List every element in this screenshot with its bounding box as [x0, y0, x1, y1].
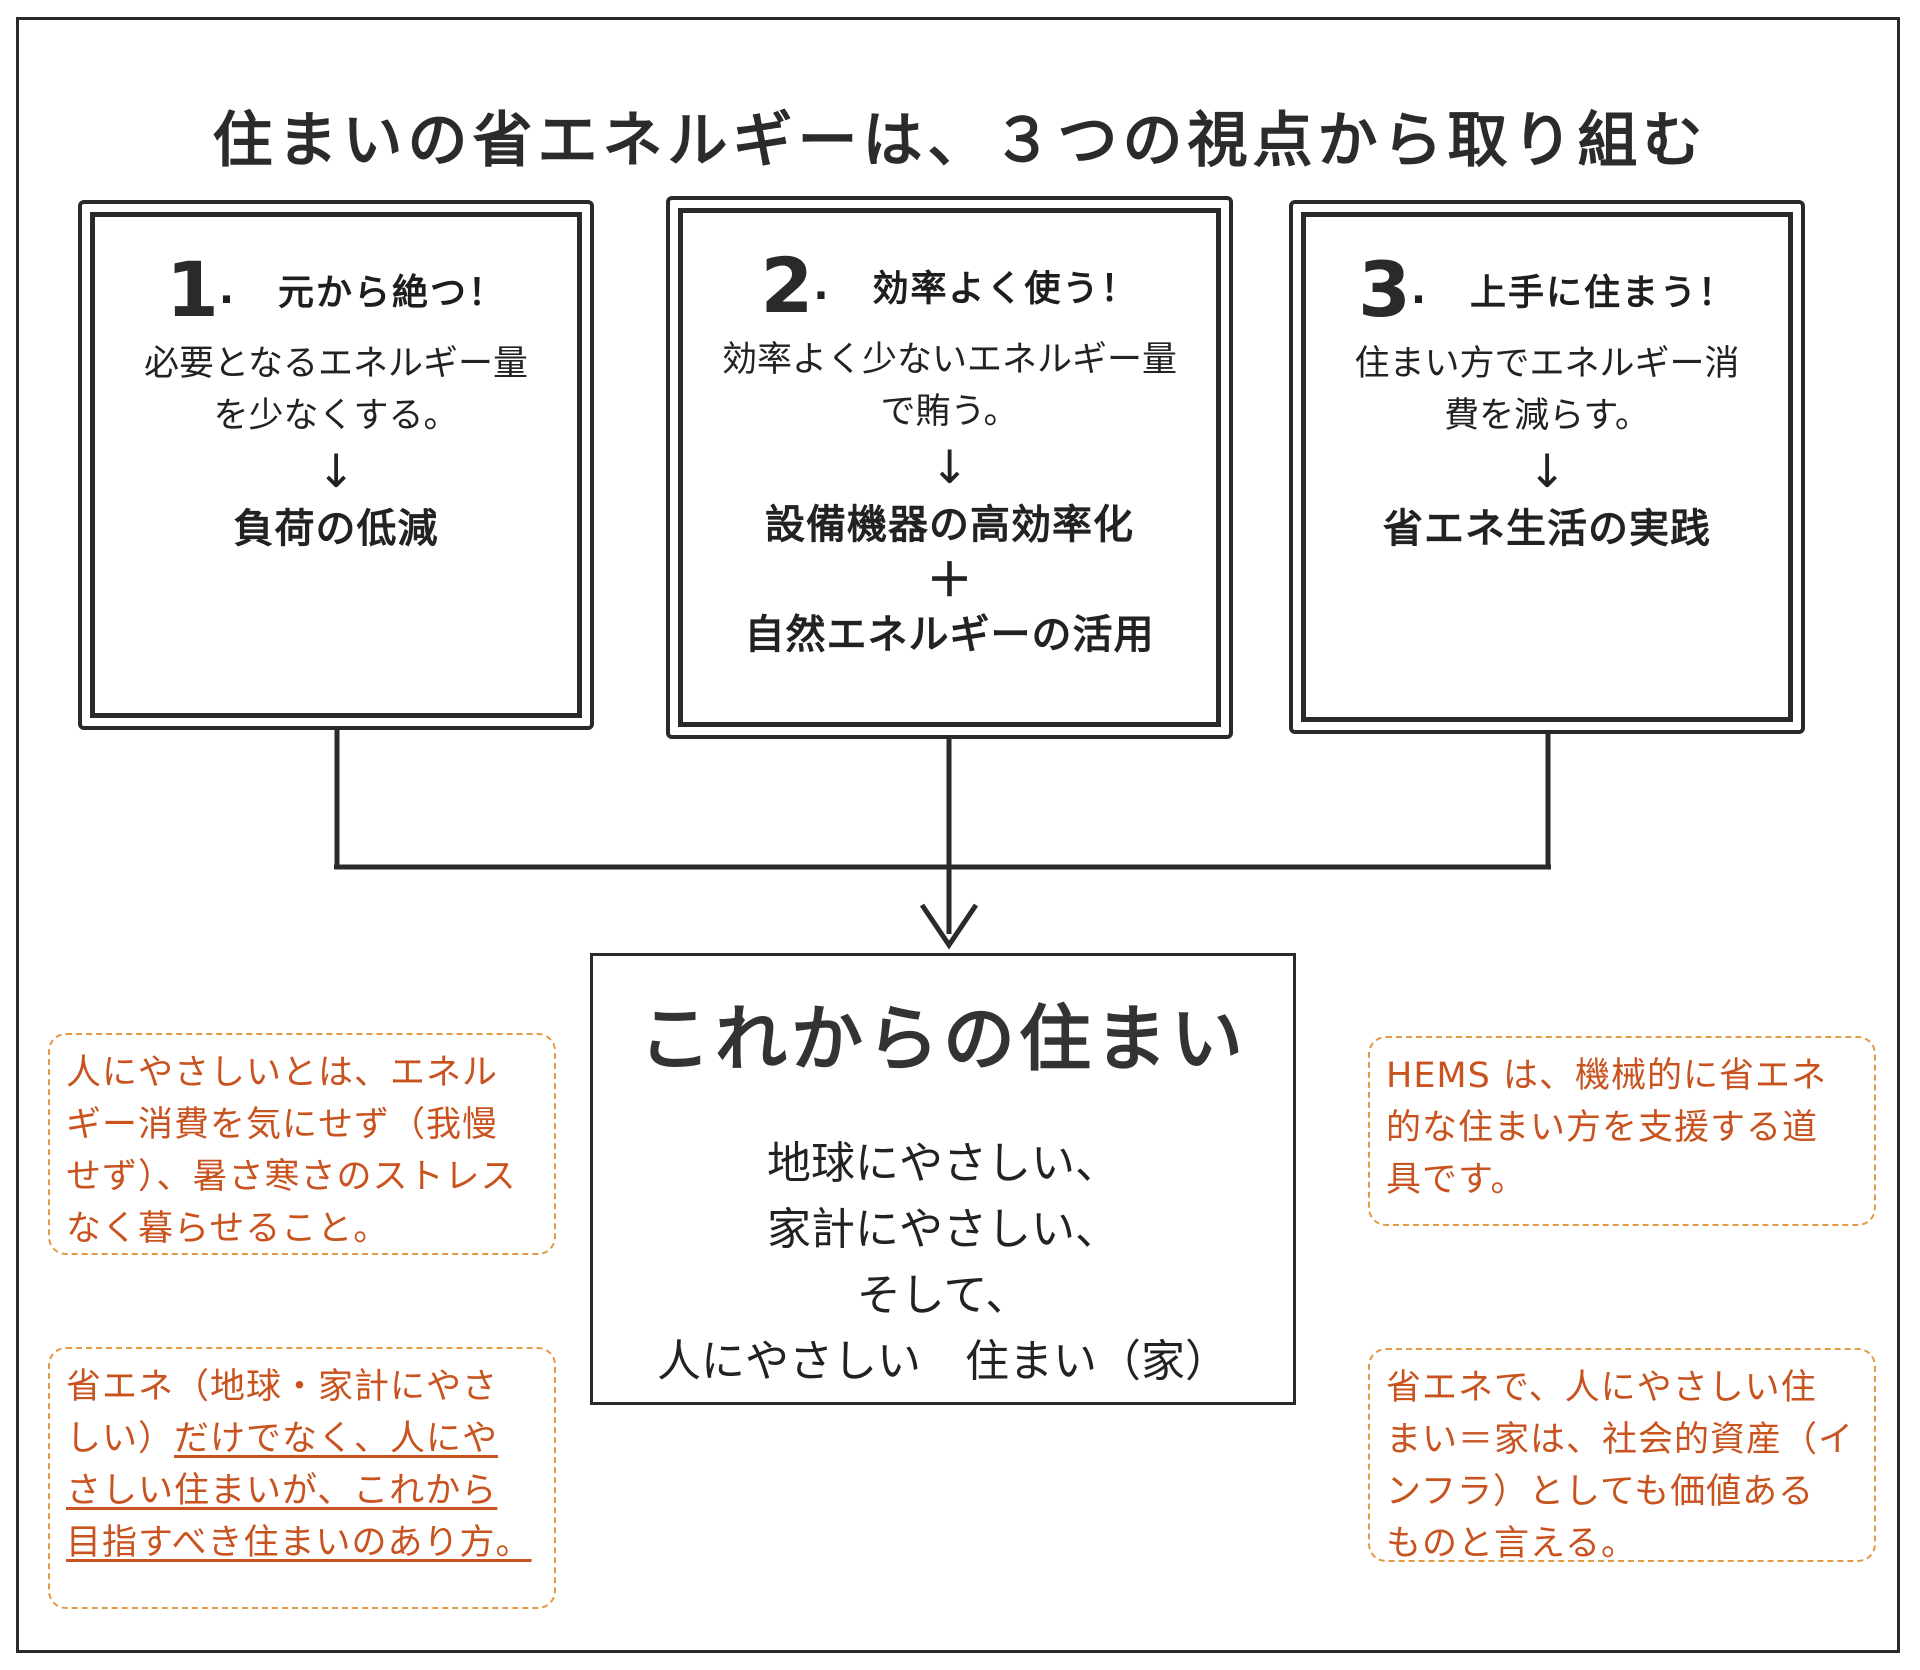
pillar-3-inner: 3. 上手に住まう！ 住まい方でエネルギー消 費を減らす。 ↓ 省エネ生活の実践 [1301, 212, 1793, 722]
page-title: 住まいの省エネルギーは、３つの視点から取り組む [212, 106, 1708, 176]
pillar-3-description: 住まい方でエネルギー消 費を減らす。 [1306, 338, 1788, 442]
future-home-box: これからの住まい 地球にやさしい、 家計にやさしい、 そして、 人にやさしい 住… [590, 953, 1296, 1405]
pillar-2-result-secondary: 自然エネルギーの活用 [744, 612, 1155, 658]
pillar-3-heading-row: 3. 上手に住まう！ [1306, 245, 1788, 334]
pillar-2-dot: . [813, 262, 829, 309]
note-line: ンフラ）としても価値ある [1386, 1472, 1815, 1512]
note-line: 人にやさしいとは、エネル [66, 1053, 499, 1093]
note-line: HEMS は、機械的に省エネ [1386, 1056, 1827, 1096]
note-line: せず）、暑さ寒さのストレス [66, 1157, 517, 1197]
note-right-bottom: 省エネで、人にやさしい住 まい＝家は、社会的資産（イ ンフラ）としても価値ある … [1368, 1348, 1876, 1564]
pillar-2-inner: 2. 効率よく使う！ 効率よく少ないエネルギー量 で賄う。 ↓ 設備機器の高効率化… [678, 208, 1221, 727]
pillar-1-heading: 元から絶つ！ [278, 272, 507, 314]
pillar-3-box: 3. 上手に住まう！ 住まい方でエネルギー消 費を減らす。 ↓ 省エネ生活の実践 [1289, 200, 1805, 734]
future-home-line: 家計にやさしい、 [767, 1204, 1119, 1255]
pillar-1-box: 1. 元から絶つ！ 必要となるエネルギー量 を少なくする。 ↓ 負荷の低減 [78, 200, 594, 730]
pillar-3-result: 省エネ生活の実践 [1383, 506, 1711, 552]
future-home-lines: 地球にやさしい、 家計にやさしい、 そして、 人にやさしい 住まい（家） [593, 1131, 1293, 1395]
pillar-3-desc-line: 費を減らす。 [1444, 396, 1650, 436]
pillar-2-box: 2. 効率よく使う！ 効率よく少ないエネルギー量 で賄う。 ↓ 設備機器の高効率化… [666, 196, 1233, 739]
pillar-1-result: 負荷の低減 [233, 506, 439, 552]
note-left-bottom: 省エネ（地球・家計にやさ しい）だけでなく、人にや さしい住まいが、これから 目… [48, 1347, 556, 1609]
note-line: 省エネ（地球・家計にやさ [66, 1367, 499, 1407]
note-line: ものと言える。 [1386, 1524, 1637, 1564]
pillar-2-desc-line: 効率よく少ないエネルギー量 [721, 340, 1177, 380]
future-home-title: これからの住まい [638, 997, 1247, 1081]
note-underlined-line: さしい住まいが、これから [66, 1471, 498, 1511]
pillar-2-desc-line: で賄う。 [880, 392, 1019, 432]
future-home-line: そして、 [856, 1270, 1030, 1321]
down-arrow-icon: ↓ [316, 444, 356, 498]
note-underlined-text: だけでなく、人にや [174, 1419, 499, 1459]
note-line: ギー消費を気にせず（我慢 [66, 1105, 499, 1145]
down-arrow-icon: ↓ [1527, 444, 1567, 498]
note-line: しい）だけでなく、人にや [66, 1413, 540, 1465]
outer-frame [16, 17, 1900, 1653]
note-line: まい＝家は、社会的資産（イ [1386, 1420, 1855, 1460]
pillar-1-dot: . [218, 266, 235, 313]
future-home-line: 人にやさしい 住まい（家） [657, 1336, 1229, 1387]
pillar-2-heading: 効率よく使う！ [872, 268, 1139, 310]
note-line: 具です。 [1386, 1160, 1527, 1200]
pillar-3-heading: 上手に住まう！ [1470, 272, 1737, 314]
plus-icon: ＋ [926, 553, 973, 607]
note-right-top: HEMS は、機械的に省エネ 的な住まい方を支援する道 具です。 [1368, 1036, 1876, 1226]
pillar-1-number: 1 [165, 245, 219, 334]
connector-arrowhead [919, 903, 979, 950]
down-arrow-icon: ↓ [930, 440, 969, 494]
pillar-2-result: 設備機器の高効率化 [765, 502, 1134, 548]
pillar-1-inner: 1. 元から絶つ！ 必要となるエネルギー量 を少なくする。 ↓ 負荷の低減 [90, 212, 582, 718]
note-underlined-line: 目指すべき住まいのあり方。 [66, 1523, 532, 1563]
future-home-line: 地球にやさしい、 [767, 1138, 1119, 1189]
pillar-3-number: 3 [1357, 245, 1411, 334]
note-text: しい） [66, 1419, 175, 1459]
pillar-1-description: 必要となるエネルギー量 を少なくする。 [95, 338, 577, 442]
note-line: なく暮らせること。 [66, 1209, 390, 1249]
note-left-top: 人にやさしいとは、エネル ギー消費を気にせず（我慢 せず）、暑さ寒さのストレス … [48, 1033, 556, 1255]
pillar-3-desc-line: 住まい方でエネルギー消 [1354, 344, 1740, 384]
pillar-2-heading-row: 2. 効率よく使う！ [683, 241, 1216, 330]
pillar-2-number: 2 [760, 241, 814, 330]
note-line: 省エネで、人にやさしい住 [1386, 1368, 1817, 1408]
note-line: 的な住まい方を支援する道 [1386, 1108, 1819, 1148]
pillar-1-desc-line: 必要となるエネルギー量 [144, 344, 528, 384]
pillar-1-desc-line: を少なくする。 [213, 396, 459, 436]
pillar-3-dot: . [1410, 266, 1427, 313]
pillar-2-description: 効率よく少ないエネルギー量 で賄う。 [683, 334, 1216, 438]
pillar-1-heading-row: 1. 元から絶つ！ [95, 245, 577, 334]
